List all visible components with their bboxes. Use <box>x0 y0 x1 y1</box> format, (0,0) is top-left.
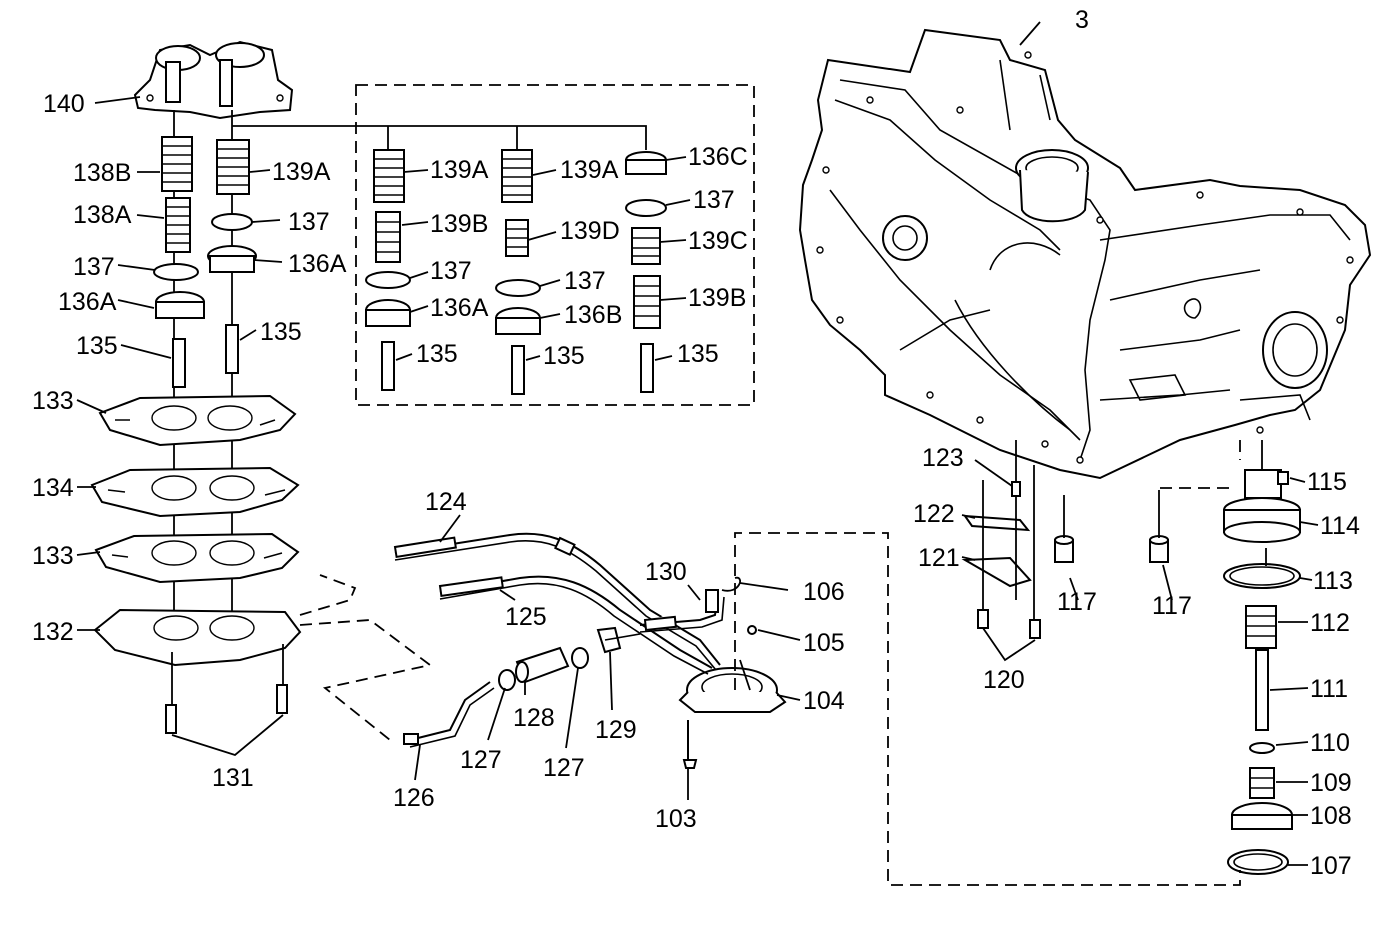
callout-127a: 127 <box>460 746 502 774</box>
callout-134: 134 <box>32 474 74 502</box>
callout-121: 121 <box>918 544 960 572</box>
callout-132: 132 <box>32 618 74 646</box>
callout-139a-c: 139A <box>560 156 619 184</box>
callout-139d: 139D <box>560 217 620 245</box>
valve-body-plates <box>90 394 302 734</box>
pipes <box>393 532 725 748</box>
callout-120: 120 <box>983 666 1025 694</box>
callout-135d: 135 <box>543 342 585 370</box>
callout-139c: 139C <box>688 227 748 255</box>
callout-105: 105 <box>803 629 845 657</box>
left-valve-stack <box>153 110 257 620</box>
filter-assembly <box>678 576 787 769</box>
callout-135a: 135 <box>76 332 118 360</box>
callout-138a: 138A <box>73 201 132 229</box>
callout-112: 112 <box>1310 609 1350 637</box>
callout-124: 124 <box>425 488 467 516</box>
callout-139a-a: 139A <box>272 158 331 186</box>
callout-117b: 117 <box>1152 592 1192 620</box>
callout-136a-c: 136A <box>430 294 489 322</box>
callout-137e: 137 <box>693 186 735 214</box>
pump-cover <box>133 40 294 120</box>
callout-135c: 135 <box>416 340 458 368</box>
callout-136c: 136C <box>688 143 748 171</box>
accumulator-stack <box>1223 440 1301 875</box>
callout-136b: 136B <box>564 301 622 329</box>
callout-137d: 137 <box>564 267 606 295</box>
callout-109: 109 <box>1310 769 1352 797</box>
callout-128: 128 <box>513 704 555 732</box>
callout-126: 126 <box>393 784 435 812</box>
callout-111: 111 <box>1310 675 1348 703</box>
callout-117a: 117 <box>1057 588 1097 616</box>
callout-115: 115 <box>1307 468 1347 496</box>
connector-lines <box>299 440 1241 886</box>
callout-3: 3 <box>1075 6 1089 34</box>
detent-parts <box>961 440 1169 639</box>
callout-113: 113 <box>1313 567 1353 595</box>
callout-137a: 137 <box>73 253 115 281</box>
callout-136a-a: 136A <box>58 288 117 316</box>
leader-lines <box>76 21 1319 866</box>
callout-136a-b: 136A <box>288 250 347 278</box>
callout-138b: 138B <box>73 159 131 187</box>
callout-139b-b: 139B <box>688 284 746 312</box>
callout-135e: 135 <box>677 340 719 368</box>
callout-133b: 133 <box>32 542 74 570</box>
callout-107: 107 <box>1310 852 1352 880</box>
callout-103: 103 <box>655 805 697 833</box>
callout-137b: 137 <box>288 208 330 236</box>
callout-135b: 135 <box>260 318 302 346</box>
callout-130: 130 <box>645 558 687 586</box>
callout-108: 108 <box>1310 802 1352 830</box>
callout-139a-b: 139A <box>430 156 489 184</box>
callout-140: 140 <box>43 90 85 118</box>
callout-110: 110 <box>1310 729 1350 757</box>
callout-labels: 3 140 138B 138A 137 136A 135 133 134 133… <box>32 6 1360 880</box>
callout-137c: 137 <box>430 257 472 285</box>
transmission-case <box>798 28 1372 480</box>
callout-106: 106 <box>803 578 845 606</box>
callout-127b: 127 <box>543 754 585 782</box>
callout-122: 122 <box>913 500 955 528</box>
inset-box <box>232 84 755 406</box>
callout-125: 125 <box>505 603 547 631</box>
callout-123: 123 <box>922 444 964 472</box>
callout-104: 104 <box>803 687 845 715</box>
callout-114: 114 <box>1320 512 1360 540</box>
callout-131: 131 <box>212 764 254 792</box>
callout-129: 129 <box>595 716 637 744</box>
callout-133a: 133 <box>32 387 74 415</box>
callout-139b-a: 139B <box>430 210 488 238</box>
